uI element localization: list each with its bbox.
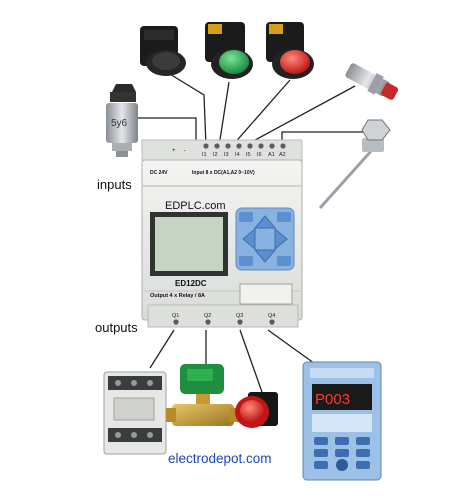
terminal-label: I2 — [213, 152, 218, 158]
input-wires — [133, 67, 368, 147]
terminal-label: A1 — [268, 152, 275, 158]
terminal-screw — [269, 143, 275, 149]
terminal-screw — [258, 143, 264, 149]
terminal-screw — [280, 143, 286, 149]
input-terminals: I1 I2 I3 I4 I5 I6 A1 A2 — [202, 143, 286, 158]
terminal-screw — [205, 319, 211, 325]
terminal-label: I6 — [257, 152, 262, 158]
terminal-label: I1 — [202, 152, 207, 158]
solenoid-valve — [166, 364, 240, 426]
plc-controller — [141, 139, 303, 328]
plc-input-spec: Input 8 x DC(A1,A2 0~10V) — [192, 170, 255, 176]
plc-model-label: ED12DC — [175, 279, 207, 288]
green-pushbutton — [205, 22, 253, 79]
terminal-screw — [237, 319, 243, 325]
terminal-screw — [203, 143, 209, 149]
terminal-label: A2 — [279, 152, 286, 158]
vfd-display: P003 — [315, 391, 350, 408]
terminal-label: I3 — [224, 152, 229, 158]
terminal-label: Q2 — [204, 313, 211, 319]
terminal-screw — [225, 143, 231, 149]
red-pushbutton — [266, 22, 314, 79]
pressure-sensor-label: 5y6 — [111, 118, 128, 129]
black-pushbutton — [140, 26, 186, 76]
terminal-label: I5 — [246, 152, 251, 158]
proximity-sensor — [345, 63, 399, 100]
plc-output-spec: Output 4 x Relay / 8A — [150, 293, 206, 299]
plc-brand-label: EDPLC.com — [165, 200, 226, 212]
temperature-probe — [318, 119, 391, 210]
plc-keypad — [235, 207, 295, 271]
vfd-drive — [302, 361, 382, 481]
terminal-label: Q1 — [172, 313, 179, 319]
pressure-sensor — [106, 84, 138, 157]
plc-power-spec: DC 24V — [150, 170, 168, 176]
footer-website: electrodepot.com — [168, 451, 272, 466]
terminal-label: I4 — [235, 152, 240, 158]
output-terminals: Q1 Q2 Q3 Q4 — [172, 313, 275, 325]
outputs-label: outputs — [95, 320, 138, 335]
terminal-screw — [173, 319, 179, 325]
terminal-plus: + — [172, 148, 176, 154]
terminal-label: Q3 — [236, 313, 243, 319]
terminal-screw — [214, 143, 220, 149]
terminal-screw — [247, 143, 253, 149]
terminal-label: Q4 — [268, 313, 275, 319]
terminal-minus: - — [184, 148, 186, 154]
inputs-label: inputs — [97, 177, 132, 192]
contactor — [103, 371, 167, 455]
red-pilot-lamp — [235, 392, 278, 428]
terminal-screw — [269, 319, 275, 325]
output-wires — [149, 329, 319, 393]
terminal-screw — [236, 143, 242, 149]
